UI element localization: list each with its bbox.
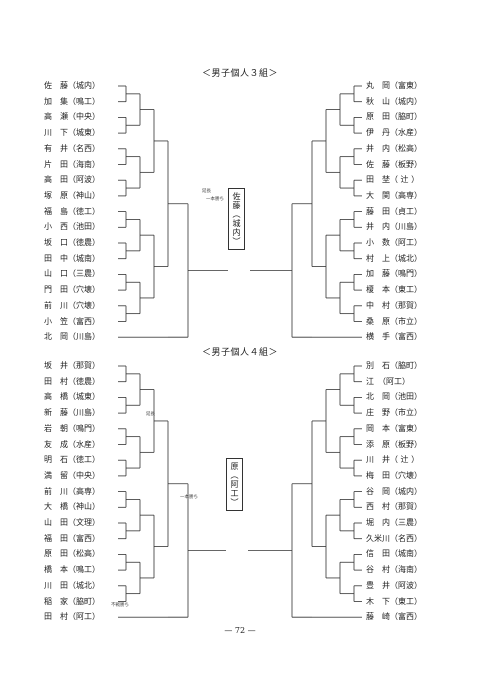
entry-name: 小 西（池田） xyxy=(44,222,100,232)
entry-name: 山 口（三農） xyxy=(44,269,100,279)
entry-name: 田 村（阿工） xyxy=(44,612,100,622)
entry-name: 原 田（松高） xyxy=(44,549,100,559)
entry-name: 谷 岡（城内） xyxy=(366,486,422,496)
entry-name: 門 田（穴壊） xyxy=(44,285,100,295)
entry-name: 高 田（阿波） xyxy=(44,175,100,185)
entry-name: 西 村（那賀） xyxy=(366,502,422,512)
entry-name: 北 岡（池田） xyxy=(366,392,422,402)
entry-name: 梅 田（穴壊） xyxy=(366,470,422,480)
entry-name: 木 下（東工） xyxy=(366,596,422,606)
entry-name: 高 橋（城東） xyxy=(44,392,100,402)
entry-name: 横 手（富西） xyxy=(366,332,422,342)
entry-name: 豊 井（阿波） xyxy=(366,580,422,590)
group3-final-note: 一本勝ち xyxy=(206,197,224,202)
entry-name: 田 埜（ 辻 ） xyxy=(366,175,420,185)
group3-title: ＜男子個人３組＞ xyxy=(201,69,278,79)
entry-name: 前 川（高専） xyxy=(44,486,100,496)
entry-name: 坂 井（那賀） xyxy=(44,361,100,370)
entry-name: 佐 藤（城内） xyxy=(44,81,100,90)
entry-name: 大 橋（神山） xyxy=(44,502,100,512)
entry-name: 伊 丹（水産） xyxy=(366,128,422,138)
entry-name: 稲 家（脇町） xyxy=(44,596,100,606)
entry-name: 明 石（徳工） xyxy=(44,455,100,465)
entry-name: 片 田（海南） xyxy=(44,159,100,169)
entry-name: 村 上（城北） xyxy=(366,253,422,263)
entry-name: 添 原（板野） xyxy=(366,439,422,449)
entry-name: 山 田（文理） xyxy=(44,518,100,527)
entry-name: 福 島（徳工） xyxy=(44,206,100,216)
group4-note-encho: 延長 xyxy=(146,412,155,417)
group4-title: ＜男子個人４組＞ xyxy=(201,348,278,358)
entry-name: 塚 原（神山） xyxy=(44,190,100,200)
entry-name: 久米川（名西） xyxy=(366,533,422,543)
group4-final-note: 一本勝ち xyxy=(180,495,198,500)
entry-name: 友 成（水産） xyxy=(44,439,100,449)
entry-name: 田 中（城南） xyxy=(44,253,100,263)
entry-name: 榎 本（東工） xyxy=(366,285,422,295)
entry-name: 有 井（名西） xyxy=(44,143,100,153)
entry-name: 川 田（城北） xyxy=(44,580,100,590)
entry-name: 桑 原（市立） xyxy=(366,316,422,326)
entry-name: 満 留（中央） xyxy=(44,470,100,480)
group3-note-encho: 延長 xyxy=(202,189,211,194)
entry-name: 新 藤（川島） xyxy=(44,408,100,418)
entry-name: 丸 岡（富東） xyxy=(366,81,422,90)
entry-name: 加 藤（鳴門） xyxy=(366,269,422,279)
entry-name: 井 内（川島） xyxy=(366,222,422,232)
entry-name: 川 下（城東） xyxy=(44,128,100,138)
entry-name: 堀 内（三農） xyxy=(366,518,422,527)
entry-name: 信 田（城南） xyxy=(366,549,422,559)
group4-note-fusen: 不戦勝ち xyxy=(111,603,129,608)
group4-winner-box: 原（阿工） xyxy=(226,458,243,511)
entry-name: 高 瀬（中央） xyxy=(44,112,100,122)
entry-name: 江 （阿工） xyxy=(366,376,410,386)
entry-name: 福 田（富西） xyxy=(44,533,100,543)
entry-name: 庄 野（市立） xyxy=(366,408,422,418)
entry-name: 井 内（松高） xyxy=(366,143,422,153)
entry-name: 坂 口（徳農） xyxy=(44,238,100,247)
entry-name: 秋 山（城内） xyxy=(366,96,422,106)
page-number: — 72 — xyxy=(224,626,256,635)
entry-name: 岩 朝（鳴門） xyxy=(44,423,100,433)
entry-name: 藤 崎（富西） xyxy=(366,612,422,622)
entry-name: 田 村（徳農） xyxy=(44,376,100,386)
entry-name: 加 集（鳴工） xyxy=(44,96,100,106)
entry-name: 別 石（脇町） xyxy=(366,361,422,370)
entry-name: 谷 村（海南） xyxy=(366,565,422,575)
entry-name: 岡 本（富東） xyxy=(366,423,422,433)
entry-name: 小 数（阿工） xyxy=(366,238,422,247)
entry-name: 北 岡（川島） xyxy=(44,332,100,342)
entry-name: 原 田（脇町） xyxy=(366,112,422,122)
entry-name: 前 川（穴壊） xyxy=(44,300,100,310)
entry-name: 中 村（那賀） xyxy=(366,300,422,310)
entry-name: 小 笠（富西） xyxy=(44,316,100,326)
group3-winner-box: 佐藤（城内） xyxy=(228,188,245,250)
entry-name: 川 井（ 辻 ） xyxy=(366,455,420,465)
entry-name: 橋 本（鳴工） xyxy=(44,565,100,575)
entry-name: 大 関（高専） xyxy=(366,190,422,200)
entry-name: 藤 田（貞工） xyxy=(366,206,422,216)
entry-name: 佐 藤（板野） xyxy=(366,159,422,169)
